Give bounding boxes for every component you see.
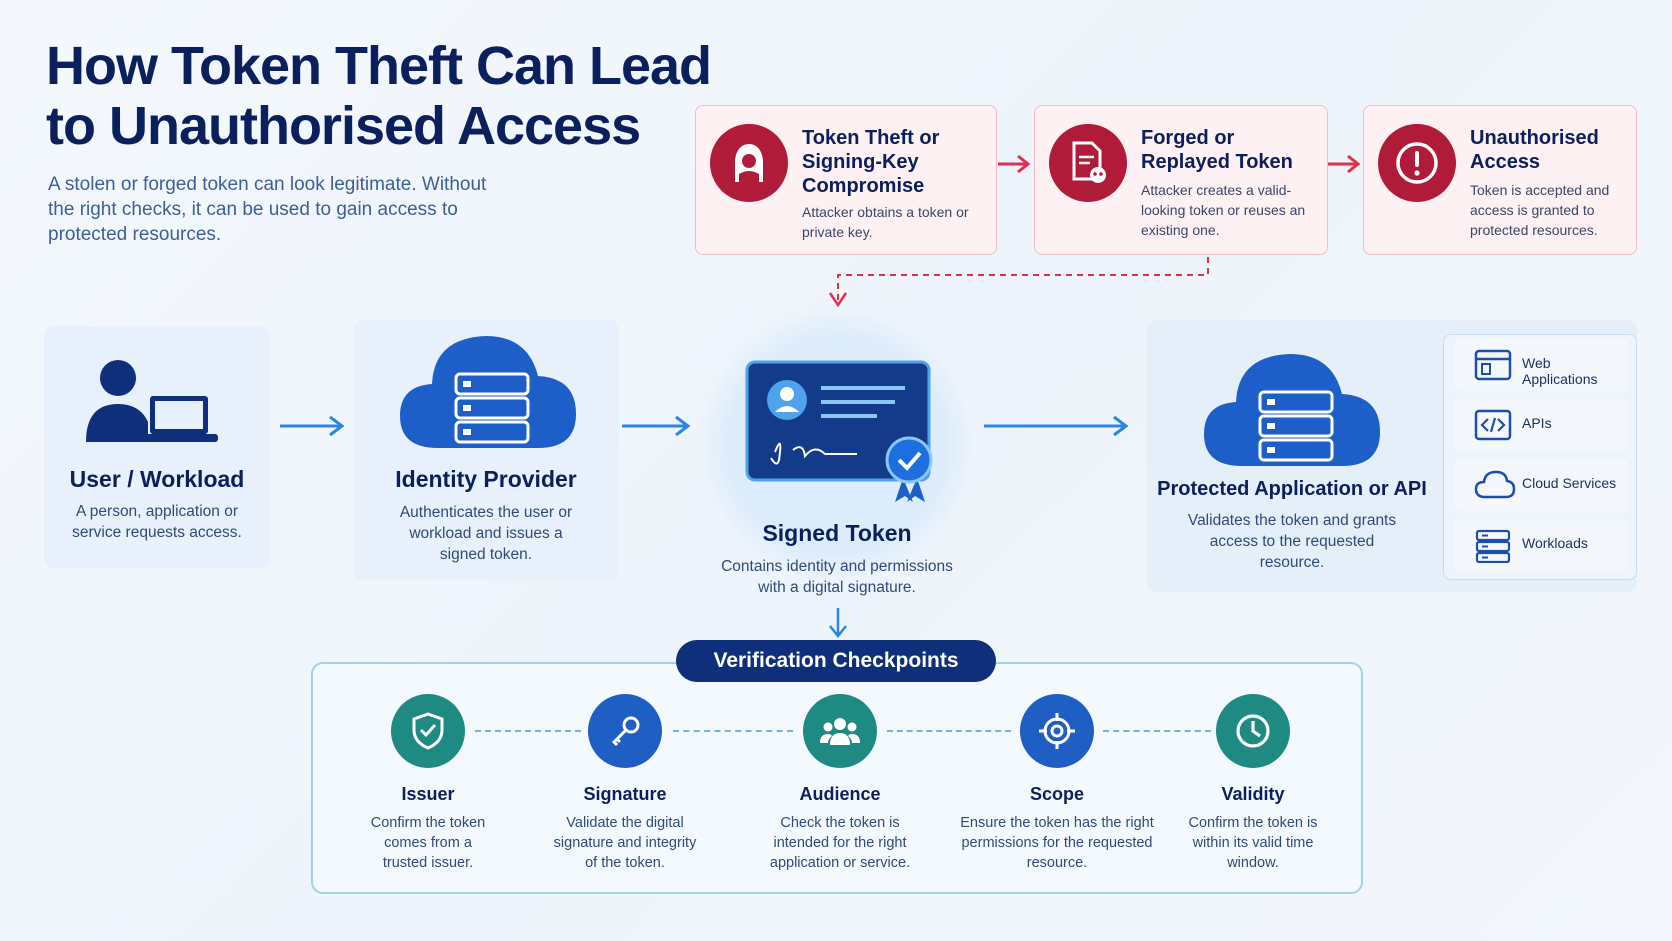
checkpoint-audience: Audience Check the token is intended for… — [740, 664, 940, 873]
checkpoint-title: Validity — [1221, 784, 1285, 804]
page-subtitle: A stolen or forged token can look legiti… — [48, 174, 487, 245]
page-title: How Token Theft Can Lead to Unauthorised… — [46, 36, 712, 156]
browser-window-icon — [1474, 349, 1512, 381]
checkpoint-connector — [1103, 730, 1211, 732]
signed-token-icon — [745, 360, 933, 502]
flow-arrow-2 — [622, 415, 691, 437]
card-title: Protected Application or API — [1157, 478, 1427, 500]
token-desc: Contains identity and permissions with a… — [721, 558, 953, 596]
threat-card-access: Unauthorised Access Token is accepted an… — [1363, 105, 1637, 255]
threat-title: Token Theft or Signing-Key Compromise — [802, 127, 940, 197]
service-label: Cloud Services — [1522, 475, 1617, 491]
threat-card-theft: Token Theft or Signing-Key Compromise At… — [695, 105, 997, 255]
checkpoint-desc: Ensure the token has the right permissio… — [960, 815, 1154, 871]
checkpoint-desc: Check the token is intended for the righ… — [769, 815, 911, 871]
checkpoint-connector — [887, 730, 1011, 732]
checkpoint-title: Signature — [583, 784, 667, 804]
threat-card-forged: Forged or Replayed Token Attacker create… — [1034, 105, 1328, 255]
server-icon — [1475, 529, 1511, 563]
service-label: APIs — [1522, 415, 1552, 431]
checkpoint-signature: Signature Validate the digital signature… — [525, 664, 725, 873]
service-workloads: Workloads — [1454, 519, 1628, 571]
service-apis: APIs — [1454, 399, 1628, 451]
service-label: Web Applications — [1522, 355, 1598, 387]
user-workload-card: User / Workload A person, application or… — [44, 326, 270, 568]
hooded-attacker-icon — [710, 124, 788, 202]
card-title: Identity Provider — [395, 466, 577, 492]
target-icon — [1020, 694, 1094, 768]
card-desc: Validates the token and grants access to… — [1187, 512, 1397, 571]
services-panel: Web Applications APIs Cloud Services Wor… — [1443, 334, 1637, 580]
threat-arrow-2 — [1326, 150, 1362, 184]
key-icon — [588, 694, 662, 768]
group-icon — [803, 694, 877, 768]
verification-title: Verification Checkpoints — [676, 640, 996, 682]
service-web-applications: Web Applications — [1454, 339, 1628, 391]
user-laptop-icon — [86, 360, 218, 442]
alert-icon — [1378, 124, 1456, 202]
flow-arrow-3 — [984, 415, 1129, 437]
clock-icon — [1216, 694, 1290, 768]
card-title: User / Workload — [69, 466, 245, 492]
checkpoint-desc: Validate the digital signature and integ… — [553, 815, 697, 871]
card-desc: Authenticates the user or workload and i… — [399, 504, 573, 563]
cloud-icon — [1474, 470, 1516, 499]
shield-check-icon — [391, 694, 465, 768]
checkpoint-validity: Validity Confirm the token is within its… — [1153, 664, 1353, 873]
token-to-verify-arrow — [829, 608, 847, 639]
checkpoint-title: Issuer — [401, 784, 455, 804]
threat-desc: Attacker obtains a token or private key. — [802, 204, 969, 240]
threat-desc: Attacker creates a valid-looking token o… — [1141, 182, 1306, 238]
threat-arrow-1 — [996, 150, 1032, 184]
service-cloud: Cloud Services — [1454, 459, 1628, 511]
service-label: Workloads — [1522, 535, 1588, 551]
checkpoint-title: Scope — [1029, 784, 1085, 804]
threat-desc: Token is accepted and access is granted … — [1470, 182, 1610, 238]
checkpoint-scope: Scope Ensure the token has the right per… — [957, 664, 1157, 873]
flow-arrow-1 — [280, 415, 345, 437]
forged-document-icon — [1049, 124, 1127, 202]
code-icon — [1474, 409, 1512, 441]
token-title: Signed Token — [762, 520, 912, 546]
checkpoint-issuer: Issuer Confirm the token comes from a tr… — [328, 664, 528, 873]
checkpoint-connector — [475, 730, 581, 732]
cloud-server-icon — [400, 336, 576, 448]
protected-app-card: Protected Application or API Validates t… — [1147, 320, 1637, 592]
threat-title: Unauthorised Access — [1470, 127, 1599, 173]
verification-panel: Issuer Confirm the token comes from a tr… — [311, 662, 1363, 894]
checkpoint-desc: Confirm the token is within its valid ti… — [1188, 815, 1318, 871]
threat-to-token-connector — [828, 257, 1209, 308]
checkpoint-desc: Confirm the token comes from a trusted i… — [370, 815, 486, 871]
checkpoint-connector — [673, 730, 793, 732]
card-desc: A person, application or service request… — [72, 503, 242, 541]
threat-title: Forged or Replayed Token — [1141, 127, 1293, 173]
checkpoint-title: Audience — [799, 784, 881, 804]
identity-provider-card: Identity Provider Authenticates the user… — [353, 320, 619, 580]
cloud-server-icon — [1204, 354, 1380, 466]
